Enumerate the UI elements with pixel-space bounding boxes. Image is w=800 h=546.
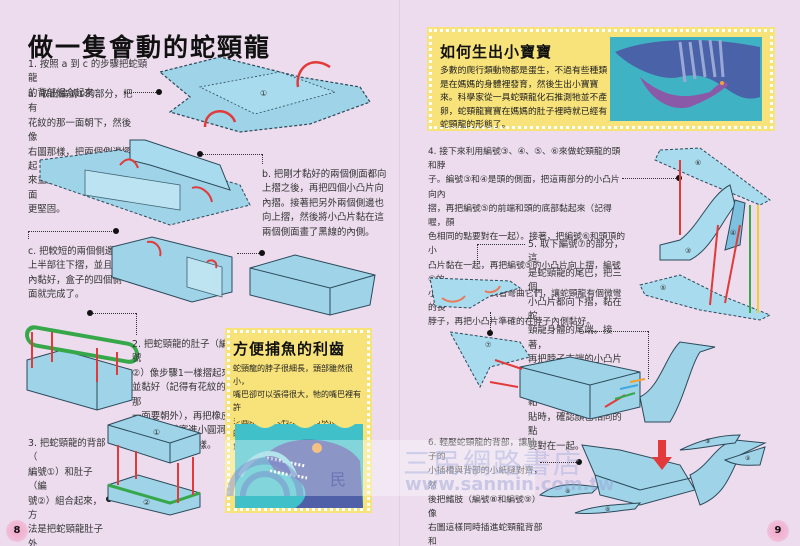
body-tail-neck-assembly-diagram: ⑦ (449, 331, 716, 423)
head-neck-assembly-diagram: ⑥ ③ ④ ⑤ (639, 147, 772, 321)
leader-line (90, 313, 136, 314)
step-4-text: 4. 接下來利用編號③、④、⑤、⑥來做蛇頸龍的頭和脖子。編號③和④是頭的側面，把… (428, 147, 626, 328)
svg-text:②: ② (143, 498, 150, 507)
sidebar-sharp-teeth: 方便捕魚的利齒 蛇頸龍的脖子很細長，頭部雖然很小，嘴巴卻可以張得很大，牠的嘴巴裡… (225, 328, 372, 513)
right-page: 如何生出小寶寶 多數的爬行類動物都是蛋生，不過有些種類是在媽媽的身體裡發育，然後… (400, 0, 800, 546)
leader-line (28, 231, 29, 239)
svg-text:①: ① (153, 428, 160, 437)
belly-rubber-band-diagram (25, 325, 139, 411)
tail-piece-diagram (429, 277, 522, 309)
svg-text:⑤: ⑤ (660, 284, 666, 292)
leader-line (28, 231, 116, 232)
leader-line (200, 154, 262, 155)
step-c-text: c. 把較短的兩個側邊的上半部往下摺，並且向內黏好，盒子的四個側面就完成了。 (28, 246, 124, 301)
svg-text:④: ④ (730, 229, 736, 237)
back-belly-assembly-diagram: ① ② (107, 414, 201, 516)
leader-dot (113, 228, 119, 234)
page-number: 8 (6, 520, 28, 542)
leader-dot (259, 250, 265, 256)
svg-text:⑨: ⑨ (745, 455, 750, 462)
sidebar-baby-birth: 如何生出小寶寶 多數的爬行類動物都是蛋生，不過有些種類是在媽媽的身體裡發育，然後… (427, 27, 775, 131)
leader-dot (487, 330, 493, 336)
leader-line (648, 331, 649, 379)
leader-line (490, 312, 491, 332)
leader-line (477, 244, 478, 264)
step-1-intro: 1. 按照 a 到 c 的步驟把蛇頸龍的背部組合起來： (28, 59, 148, 99)
leader-line (622, 178, 678, 179)
svg-text:⑧: ⑧ (605, 506, 610, 513)
step-3-text: 3. 把蛇頸龍的背部（編號①）和肚子（編號②）組合起來，方法是把蛇頸龍肚子外面的… (28, 438, 106, 546)
sidebar-title: 方便捕魚的利齒 (233, 340, 346, 358)
plesiosaur-teeth-illustration (235, 416, 363, 508)
svg-text:⑦: ⑦ (485, 341, 491, 349)
plesiosaur-mother-baby-illustration (610, 37, 762, 121)
left-page: 做一隻會動的蛇頸龍 1. 按照 a 到 c 的步驟把蛇頸龍的背部組合起來： a.… (6, 33, 387, 546)
svg-text:①: ① (260, 89, 267, 98)
page-number: 9 (767, 520, 789, 542)
leader-line (262, 154, 263, 164)
leader-line (136, 313, 137, 335)
leader-dot (576, 459, 582, 465)
leader-dot (156, 89, 162, 95)
leader-line (580, 331, 648, 332)
page-title: 做一隻會動的蛇頸龍 (28, 33, 272, 62)
leader-line (237, 253, 259, 254)
box-assembly-diagram (111, 236, 233, 303)
flat-net-diagram: ① (158, 56, 371, 133)
svg-text:⑧: ⑧ (565, 488, 570, 495)
flippers-final-assembly-diagram: ⑧ ⑧ ⑨ ⑨ (538, 434, 767, 514)
step-b-text: b. 把剛才黏好的兩個側面都向上摺之後，再把四個小凸片向內摺。接著把另外兩個側邊… (262, 169, 387, 238)
sidebar-text: 多數的爬行類動物都是蛋生，不過有些種類是在媽媽的身體裡發育，然後生出小寶寶來。科… (440, 66, 608, 131)
svg-text:③: ③ (685, 247, 691, 255)
leader-line (124, 92, 158, 93)
leader-dot (197, 151, 203, 157)
folded-sides-diagram (39, 139, 251, 226)
leader-dot (87, 310, 93, 316)
step-6-text: 6. 輕壓蛇頸龍的背部，讓肚子的小插槽與背部的小紙縫對齊，然後把鰭肢（編號⑧和編… (428, 438, 543, 546)
svg-text:⑥: ⑥ (695, 159, 701, 167)
leader-line (540, 462, 576, 463)
sidebar-title: 如何生出小寶寶 (440, 43, 553, 61)
finished-box-diagram (249, 254, 376, 316)
leader-line (477, 244, 525, 245)
svg-text:⑨: ⑨ (705, 438, 710, 445)
